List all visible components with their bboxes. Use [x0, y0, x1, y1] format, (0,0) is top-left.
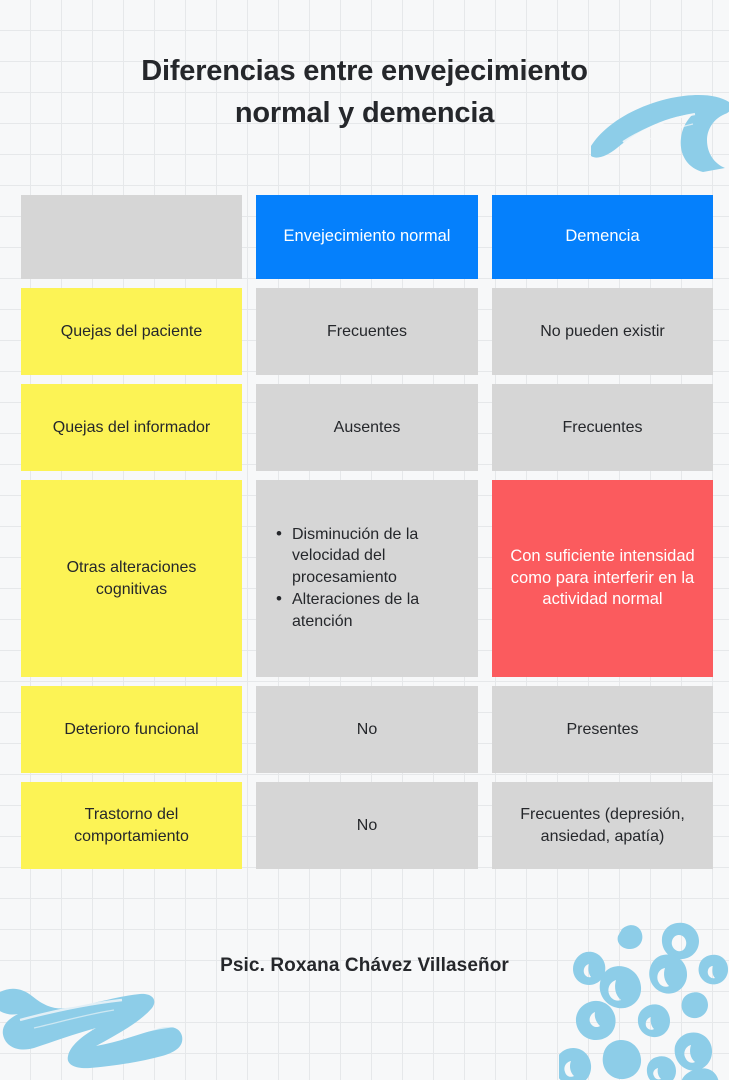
author-credit: Psic. Roxana Chávez Villaseñor — [220, 955, 509, 976]
row-label-other-cognitive-alterations: Otras alteraciones cognitivas — [21, 480, 242, 677]
row-label-informant-complaints: Quejas del informador — [21, 384, 242, 471]
cell-dementia-behavior-disorder: Frecuentes (depresión, ansiedad, apatía) — [492, 782, 713, 869]
table-header-row: Envejecimiento normal Demencia — [21, 195, 713, 279]
header-cell-blank — [21, 195, 242, 279]
title-line-2: normal y demencia — [234, 97, 495, 129]
title-line-1: Diferencias entre envejecimiento — [141, 55, 588, 87]
table-row: Otras alteraciones cognitivas Disminució… — [21, 480, 713, 677]
row-label-functional-decline: Deterioro funcional — [21, 686, 242, 773]
cell-normal-other-cognitive-alterations: Disminución de la velocidad del procesam… — [256, 480, 478, 677]
table-row: Quejas del paciente Frecuentes No pueden… — [21, 288, 713, 375]
comparison-table: Envejecimiento normal Demencia Quejas de… — [21, 195, 713, 878]
cell-dementia-patient-complaints: No pueden existir — [492, 288, 713, 375]
cell-dementia-functional-decline: Presentes — [492, 686, 713, 773]
header-cell-dementia: Demencia — [492, 195, 713, 279]
row-label-patient-complaints: Quejas del paciente — [21, 288, 242, 375]
cell-normal-behavior-disorder: No — [256, 782, 478, 869]
cell-normal-functional-decline: No — [256, 686, 478, 773]
table-row: Deterioro funcional No Presentes — [21, 686, 713, 773]
page-title: Diferencias entre envejecimiento normal … — [0, 50, 729, 134]
row-label-behavior-disorder: Trastorno del comportamiento — [21, 782, 242, 869]
cell-normal-patient-complaints: Frecuentes — [256, 288, 478, 375]
bullet-item: Disminución de la velocidad del procesam… — [274, 523, 454, 588]
cell-dementia-informant-complaints: Frecuentes — [492, 384, 713, 471]
bullet-item: Alteraciones de la atención — [274, 588, 454, 632]
cell-dementia-other-cognitive-alterations: Con suficiente intensidad como para inte… — [492, 480, 713, 677]
table-row: Trastorno del comportamiento No Frecuent… — [21, 782, 713, 869]
bullet-list: Disminución de la velocidad del procesam… — [270, 523, 454, 633]
cell-normal-informant-complaints: Ausentes — [256, 384, 478, 471]
table-row: Quejas del informador Ausentes Frecuente… — [21, 384, 713, 471]
header-cell-normal-aging: Envejecimiento normal — [256, 195, 478, 279]
